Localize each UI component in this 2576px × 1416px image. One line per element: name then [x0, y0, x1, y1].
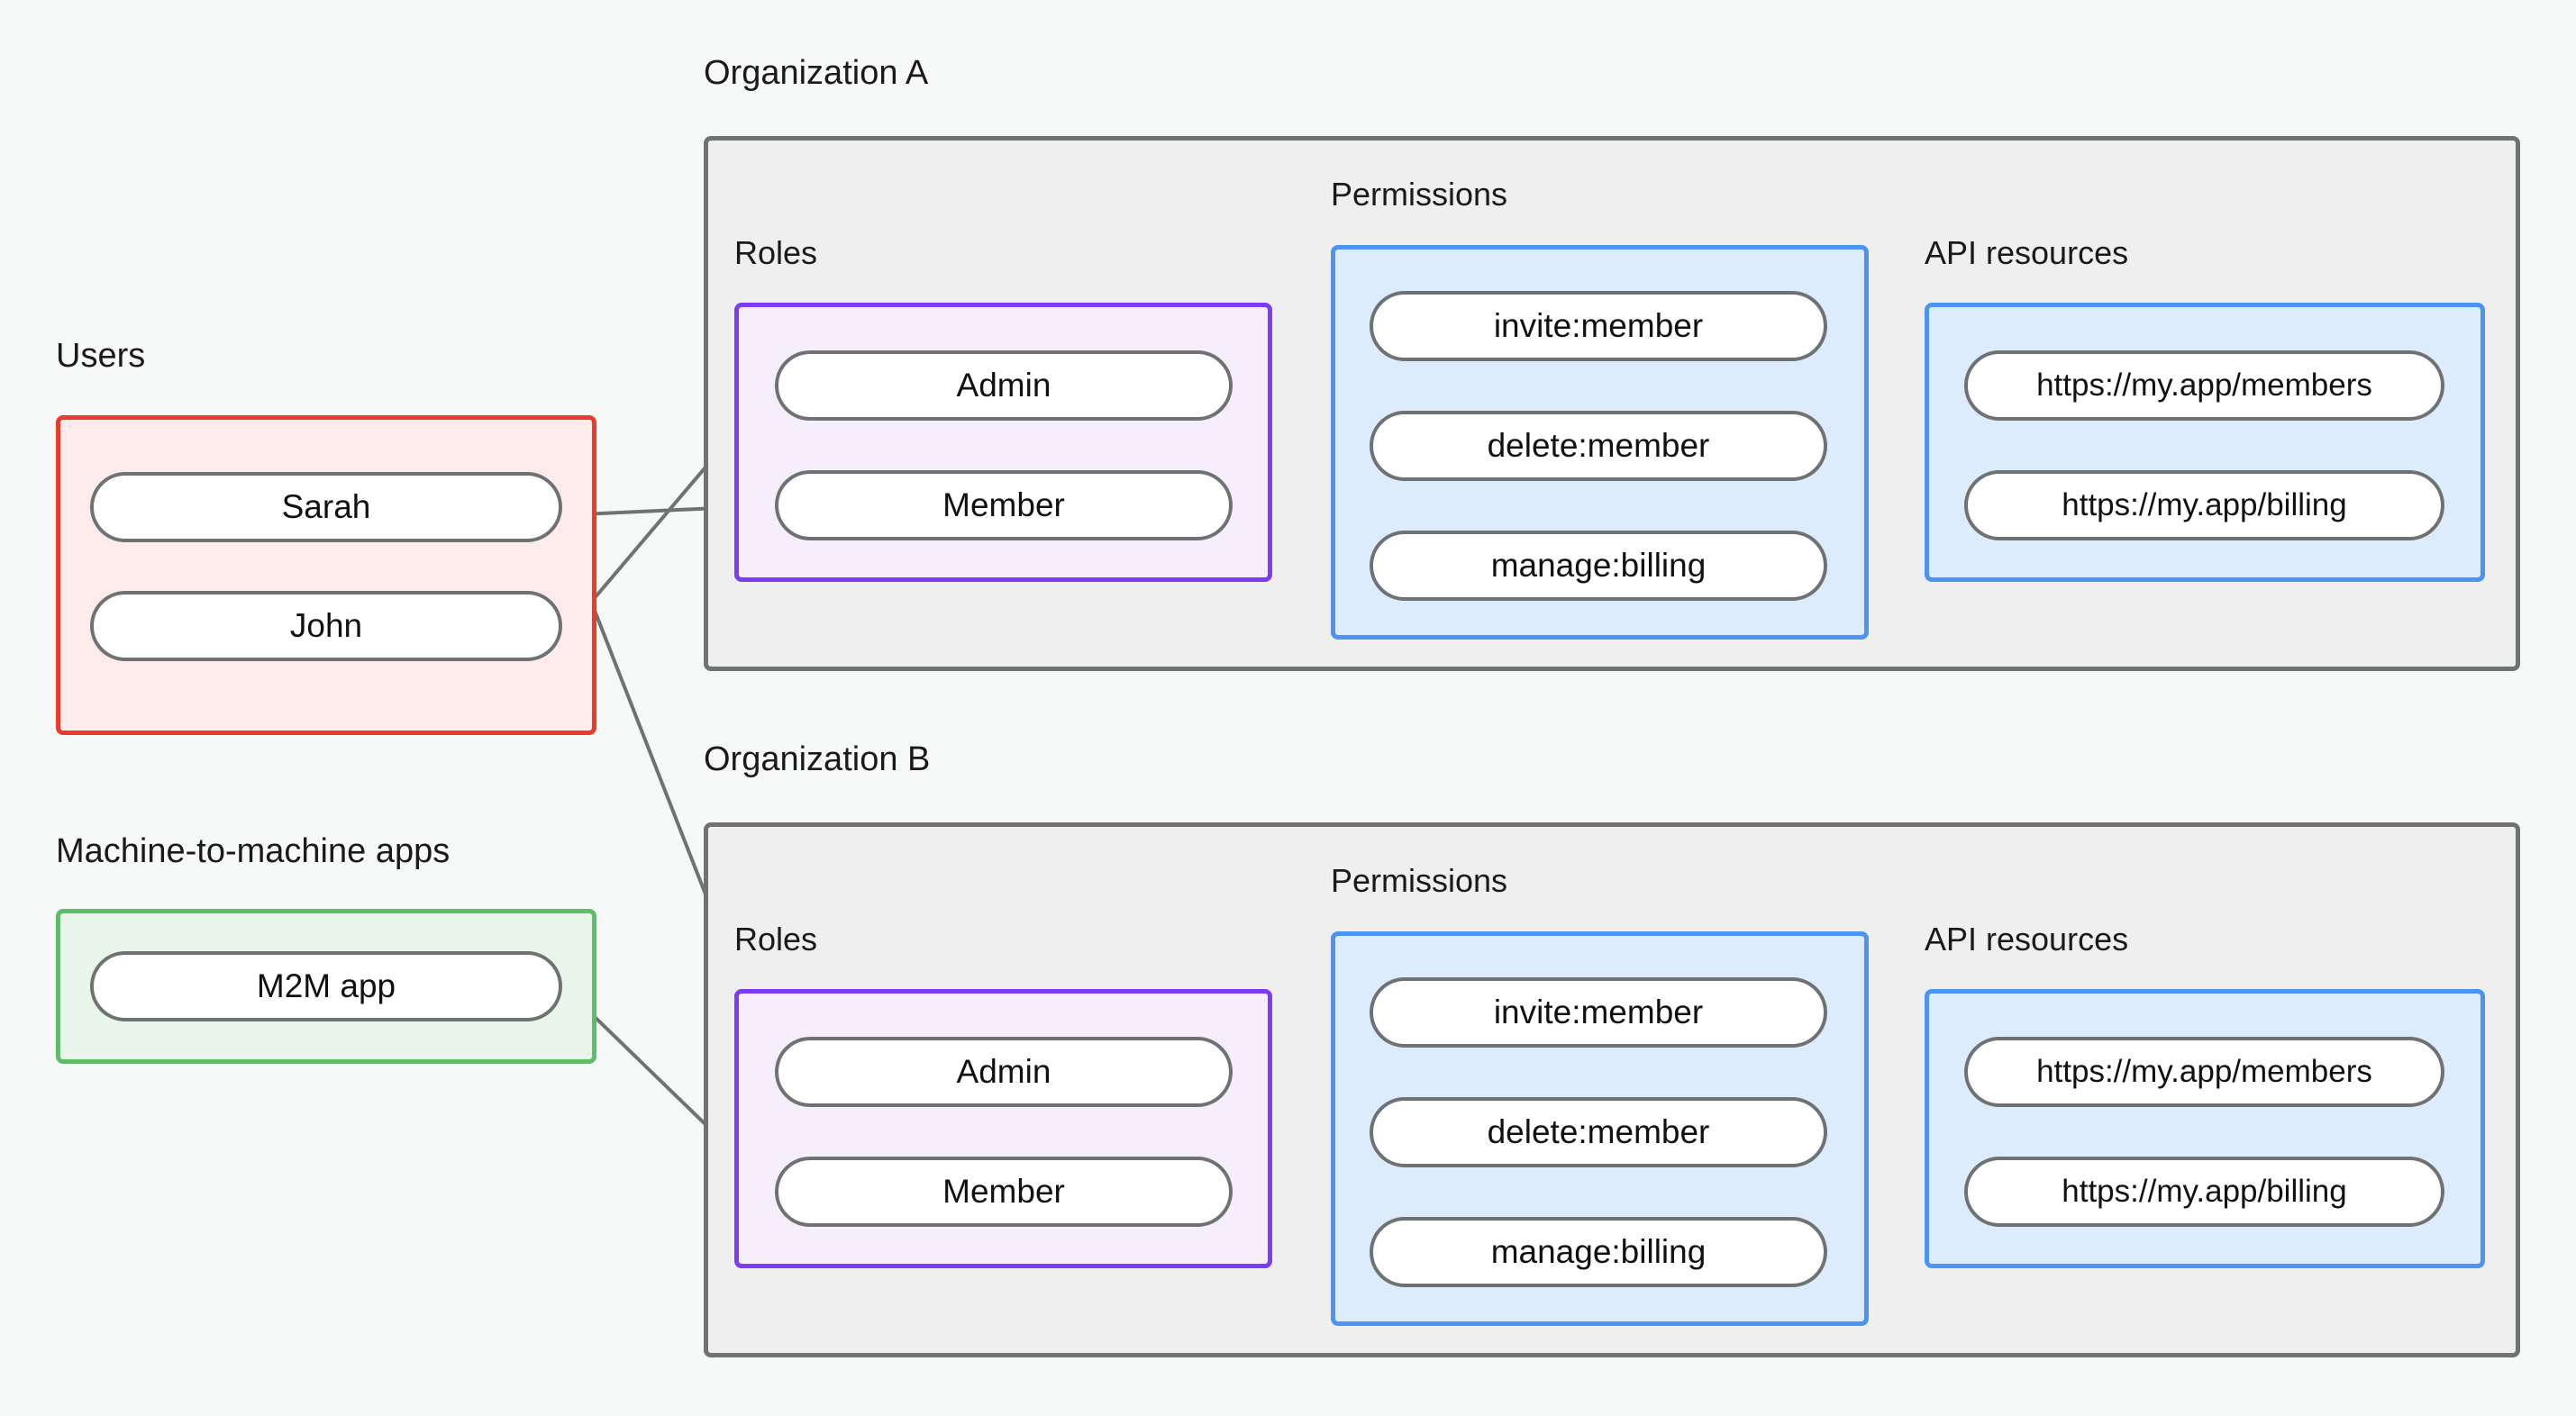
- org-a-label: Organization A: [704, 54, 929, 92]
- m2m-node-app[interactable]: M2M app: [90, 951, 562, 1021]
- org-b-roles-label: Roles: [734, 921, 818, 958]
- org-a-roles-label: Roles: [734, 234, 818, 271]
- org-a-permission-manage-billing[interactable]: manage:billing: [1370, 531, 1827, 601]
- org-a-api-resource-billing[interactable]: https://my.app/billing: [1964, 470, 2444, 540]
- org-a-permission-delete-member[interactable]: delete:member: [1370, 411, 1827, 481]
- org-b-api-resource-billing[interactable]: https://my.app/billing: [1964, 1157, 2444, 1227]
- org-b-permission-manage-billing[interactable]: manage:billing: [1370, 1217, 1827, 1287]
- org-b-role-member[interactable]: Member: [775, 1157, 1233, 1227]
- users-group-box: [56, 415, 596, 735]
- org-b-permission-delete-member[interactable]: delete:member: [1370, 1097, 1827, 1167]
- org-a-api-resource-members[interactable]: https://my.app/members: [1964, 350, 2444, 421]
- org-a-permissions-label: Permissions: [1331, 176, 1508, 213]
- user-node-john[interactable]: John: [90, 591, 562, 661]
- org-b-permissions-label: Permissions: [1331, 862, 1508, 899]
- org-a-api-resources-label: API resources: [1925, 234, 2129, 271]
- org-b-api-resources-label: API resources: [1925, 921, 2129, 958]
- org-b-permission-invite-member[interactable]: invite:member: [1370, 977, 1827, 1048]
- org-b-label: Organization B: [704, 740, 931, 778]
- m2m-group-label: Machine-to-machine apps: [56, 832, 451, 870]
- users-group-label: Users: [56, 337, 146, 375]
- org-b-api-resource-members[interactable]: https://my.app/members: [1964, 1037, 2444, 1107]
- org-a-role-member[interactable]: Member: [775, 470, 1233, 540]
- org-a-role-admin[interactable]: Admin: [775, 350, 1233, 421]
- org-a-permission-invite-member[interactable]: invite:member: [1370, 291, 1827, 361]
- org-b-role-admin[interactable]: Admin: [775, 1037, 1233, 1107]
- user-node-sarah[interactable]: Sarah: [90, 472, 562, 542]
